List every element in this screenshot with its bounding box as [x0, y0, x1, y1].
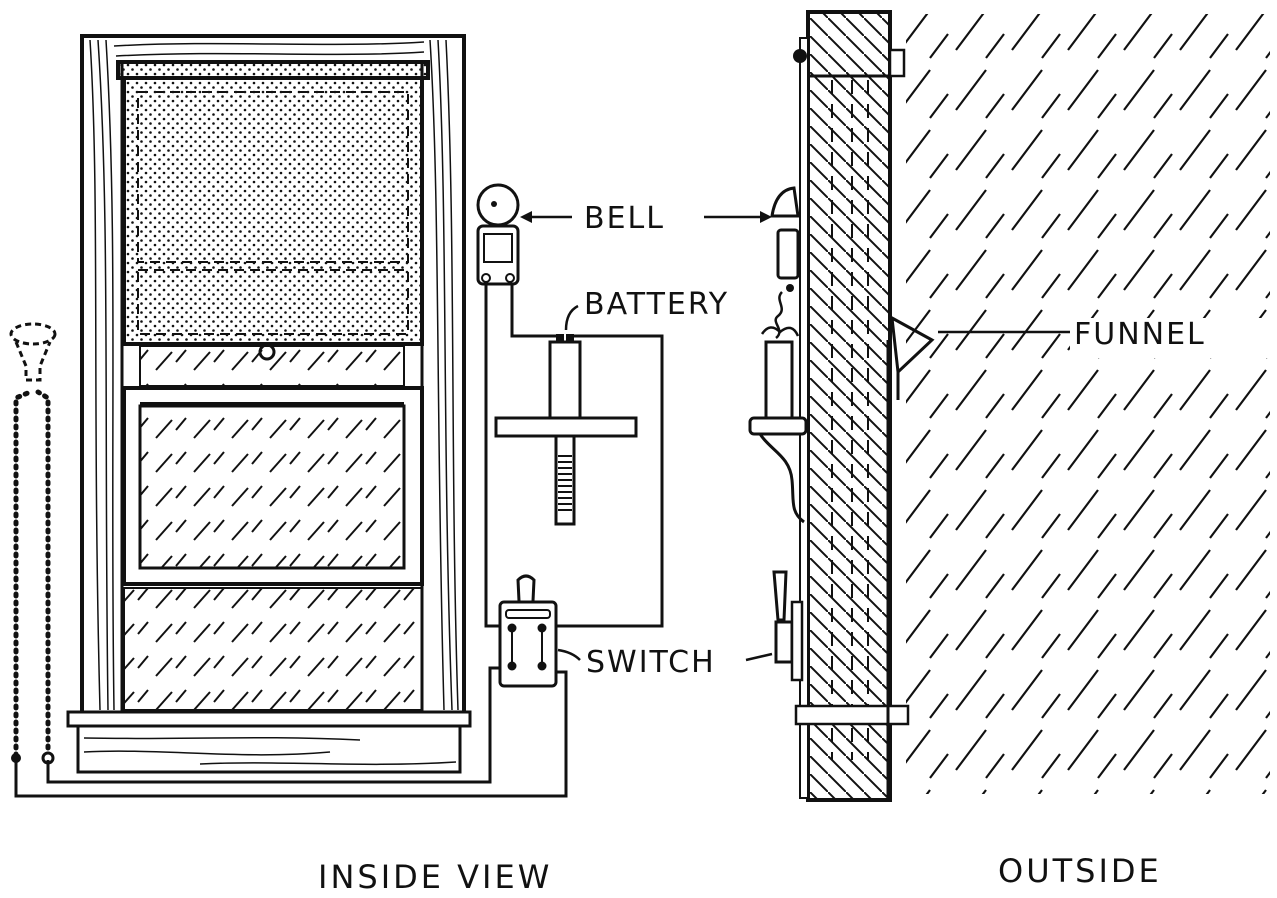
shade-meeting-rail-outline — [137, 269, 409, 335]
inside-switch — [498, 574, 558, 688]
battery-cell — [548, 340, 582, 424]
inside-funnel-wires — [13, 389, 51, 759]
inside-bell — [476, 183, 520, 286]
left-casing — [89, 39, 124, 712]
battery-shelf — [494, 416, 638, 438]
bell-gong — [476, 183, 520, 227]
shade-roller — [116, 60, 430, 80]
funnel-label: FUNNEL — [1074, 317, 1206, 352]
window-stool — [66, 710, 472, 728]
circuit-wires — [14, 284, 664, 798]
battery-label: BATTERY — [584, 287, 729, 322]
switch-leader-left — [557, 648, 581, 661]
inside-funnel — [9, 322, 57, 382]
bell-label: BELL — [584, 201, 665, 236]
window-shade — [122, 76, 424, 346]
battery-leader — [564, 304, 579, 331]
outside-caption: OUTSIDE — [998, 852, 1162, 890]
inside-battery — [494, 334, 638, 526]
lower-sash — [122, 386, 424, 586]
side-switch — [772, 570, 804, 682]
shade-upper-sash-outline — [137, 91, 409, 263]
head-board — [113, 41, 425, 57]
right-casing — [420, 39, 459, 712]
wall-section — [793, 10, 910, 802]
switch-label: SWITCH — [586, 645, 716, 680]
lower-sash-glass — [138, 404, 406, 570]
upper-sash-glass-strip — [139, 345, 405, 387]
window-apron — [76, 724, 462, 774]
side-battery — [760, 326, 800, 420]
window — [66, 34, 472, 774]
side-bell — [770, 186, 800, 339]
outside-rain — [906, 14, 1270, 794]
inside-view-caption: INSIDE VIEW — [318, 858, 552, 896]
lower-glass-area — [123, 587, 423, 711]
brick-wall — [806, 10, 892, 802]
side-shelf-bracket — [748, 416, 808, 524]
switch-leader-right — [745, 652, 773, 662]
bell-housing — [476, 224, 520, 286]
